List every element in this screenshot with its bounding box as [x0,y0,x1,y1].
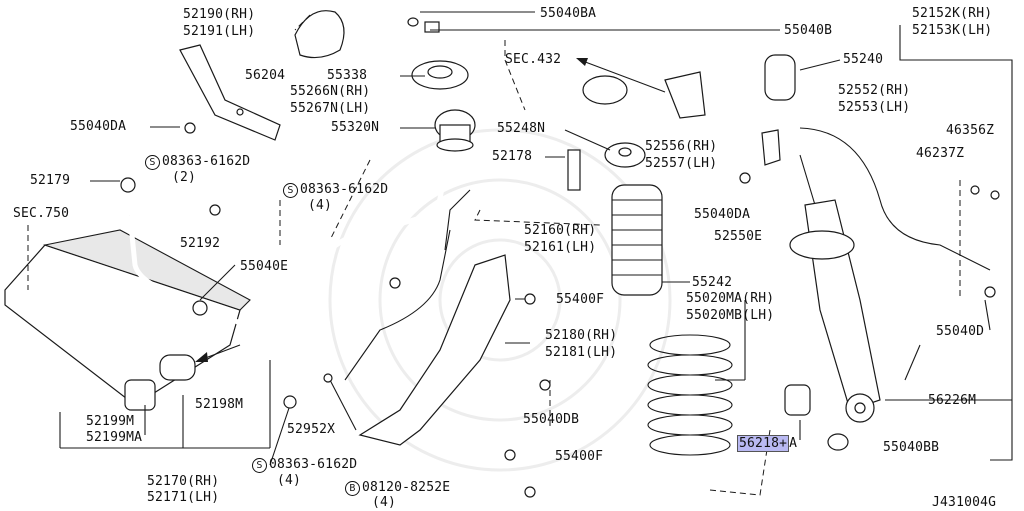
brake-hose-part [344,127,991,381]
label-52198m[interactable]: 52198M [195,397,244,412]
label-55040ba[interactable]: 55040BA [540,6,597,21]
label-55242[interactable]: 55242 [692,275,733,290]
label-qty-4-bottom: (4) [277,473,302,488]
boot-55242-part [611,184,663,296]
s-circle-icon: S [252,458,267,473]
label-52552[interactable]: 52552(RH) [838,83,911,98]
label-08363-text: 08363-6162D [269,457,358,472]
label-52190[interactable]: 52190(RH) [183,7,256,22]
label-52199m[interactable]: 52199M [86,414,135,429]
label-56218-suffix: A [789,436,798,451]
label-52199ma[interactable]: 52199MA [86,430,143,445]
label-qty-4-b: (4) [372,495,397,510]
label-qty-4-mid: (4) [308,198,333,213]
bracket-52556-part [664,71,781,166]
bolts [120,122,1000,498]
direction-arrows [195,58,666,362]
label-55338[interactable]: 55338 [327,68,368,83]
label-55020ma[interactable]: 55020MA(RH) [686,291,775,306]
label-52191[interactable]: 52191(LH) [183,24,256,39]
bracket-52190-part [179,44,281,141]
b-circle-icon: B [345,481,360,496]
label-52181[interactable]: 52181(LH) [545,345,618,360]
s-circle-icon: S [283,183,298,198]
frame-lines [59,25,1013,461]
label-52192[interactable]: 52192 [180,236,221,251]
diagram-id: J431004G [932,495,997,510]
label-52178[interactable]: 52178 [492,149,533,164]
label-55040b[interactable]: 55040B [784,23,833,38]
insulator-55248n-part [567,75,646,191]
upper-mount-part [407,17,476,152]
stabilizer-bar-part [127,159,445,334]
label-08363-text: 08363-6162D [162,154,251,169]
label-55040bb[interactable]: 55040BB [883,440,940,455]
label-52161[interactable]: 52161(LH) [524,240,597,255]
label-56226m[interactable]: 56226M [928,393,977,408]
label-52160[interactable]: 52160(RH) [524,223,597,238]
label-55266n[interactable]: 55266N(RH) [290,84,371,99]
bushing-52198m-part [124,354,196,411]
label-55040da-right[interactable]: 55040DA [694,207,751,222]
label-52553[interactable]: 52553(LH) [838,100,911,115]
label-55040d[interactable]: 55040D [936,324,985,339]
crossmember-part [4,225,251,406]
label-52153k[interactable]: 52153K(LH) [912,23,993,38]
highlighted-part-56218[interactable]: 56218+ [737,435,790,452]
coil-spring-part [647,334,733,456]
label-sec432[interactable]: SEC.432 [505,52,562,67]
label-52557[interactable]: 52557(LH) [645,156,718,171]
label-55320n[interactable]: 55320N [331,120,380,135]
label-08120-text: 08120-8252E [362,480,451,495]
cap-56204-part [294,10,345,59]
s-circle-icon: S [145,155,160,170]
label-52180[interactable]: 52180(RH) [545,328,618,343]
bushing-56218-part [784,344,921,451]
watermark-emblem [328,128,672,472]
label-qty-2: (2) [172,170,197,185]
label-52179[interactable]: 52179 [30,173,71,188]
label-55040da-left[interactable]: 55040DA [70,119,127,134]
label-sec750[interactable]: SEC.750 [13,206,70,221]
leader-lines [90,11,991,466]
label-55040db[interactable]: 55040DB [523,412,580,427]
shock-absorber-part [764,54,881,423]
label-55040e[interactable]: 55040E [240,259,289,274]
bracket-52180-part [358,254,511,446]
label-52171[interactable]: 52171(LH) [147,490,220,505]
label-46356z[interactable]: 46356Z [946,123,995,138]
label-56204[interactable]: 56204 [245,68,286,83]
label-56218[interactable]: 56218+A [737,435,798,452]
label-52170[interactable]: 52170(RH) [147,474,220,489]
label-52550e[interactable]: 52550E [714,229,763,244]
label-55267n[interactable]: 55267N(LH) [290,101,371,116]
label-52152k[interactable]: 52152K(RH) [912,6,993,21]
label-08363-text: 08363-6162D [300,182,389,197]
label-46237z[interactable]: 46237Z [916,146,965,161]
label-55240[interactable]: 55240 [843,52,884,67]
label-55400f-bottom[interactable]: 55400F [555,449,604,464]
label-52556[interactable]: 52556(RH) [645,139,718,154]
label-55400f-top[interactable]: 55400F [556,292,605,307]
label-55020mb[interactable]: 55020MB(LH) [686,308,775,323]
label-55248n[interactable]: 55248N [497,121,546,136]
label-52952x[interactable]: 52952X [287,422,336,437]
